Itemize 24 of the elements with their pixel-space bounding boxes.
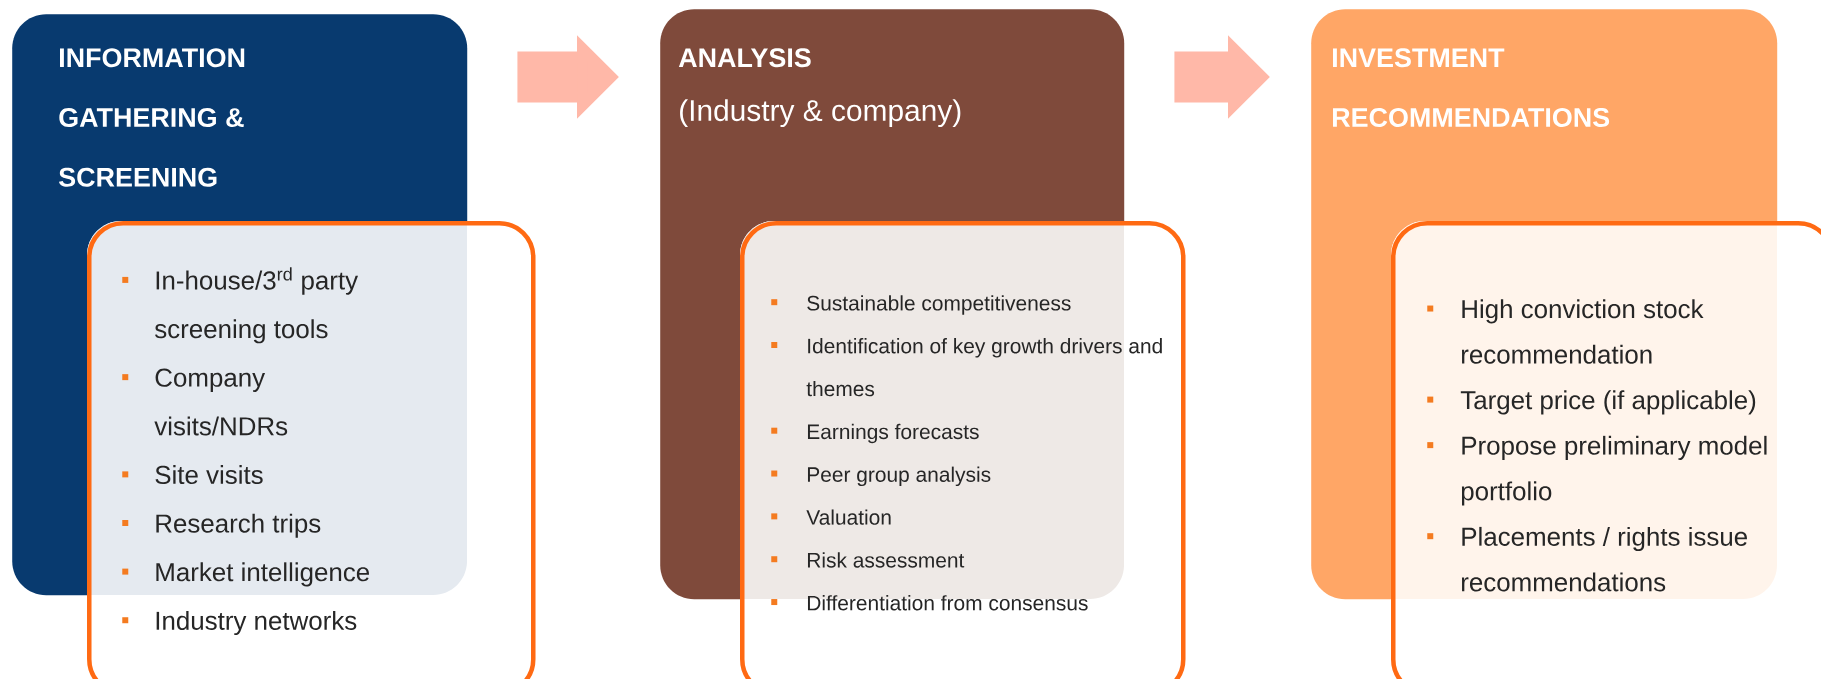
list-item: Market intelligence [156,562,369,587]
list-item: Industry networks [156,610,357,636]
list-item: Research trips [156,513,321,538]
list-item: In-house/3$^{rd}$ party screening tools [155,267,358,344]
list-item: Company visits/NDRs [154,368,288,436]
list-item: Peer group analysis [808,466,991,487]
box-heading: INFORMATION GATHERING & SCREENING [59,48,245,187]
list-item: Identification of key growth drivers and themes [806,338,1162,397]
list-item: Propose preliminary model portfolio [1461,435,1767,506]
bullet-list-box [87,221,536,679]
list-item: High conviction stock recommendation [1462,299,1704,364]
list-item: Target price (if applicable) [1460,390,1756,415]
bullet-list-box [740,221,1186,679]
list-item: Site visits [155,465,263,485]
list-item: Risk assessment [808,552,965,568]
box-heading: INVESTMENT RECOMMENDATIONS [1333,48,1610,127]
box-heading: ANALYSIS [678,48,811,68]
list-item: Differentiation from consensus [808,595,1088,611]
list-item: Valuation [806,509,891,525]
list-item: Sustainable competitiveness [807,295,1071,315]
list-item: Placements / rights issue recommendations [1462,526,1747,592]
box-subheading: (Industry & company) [680,99,961,128]
list-item: Earnings forecasts [808,423,979,444]
bullet-list-box [1391,221,1821,679]
